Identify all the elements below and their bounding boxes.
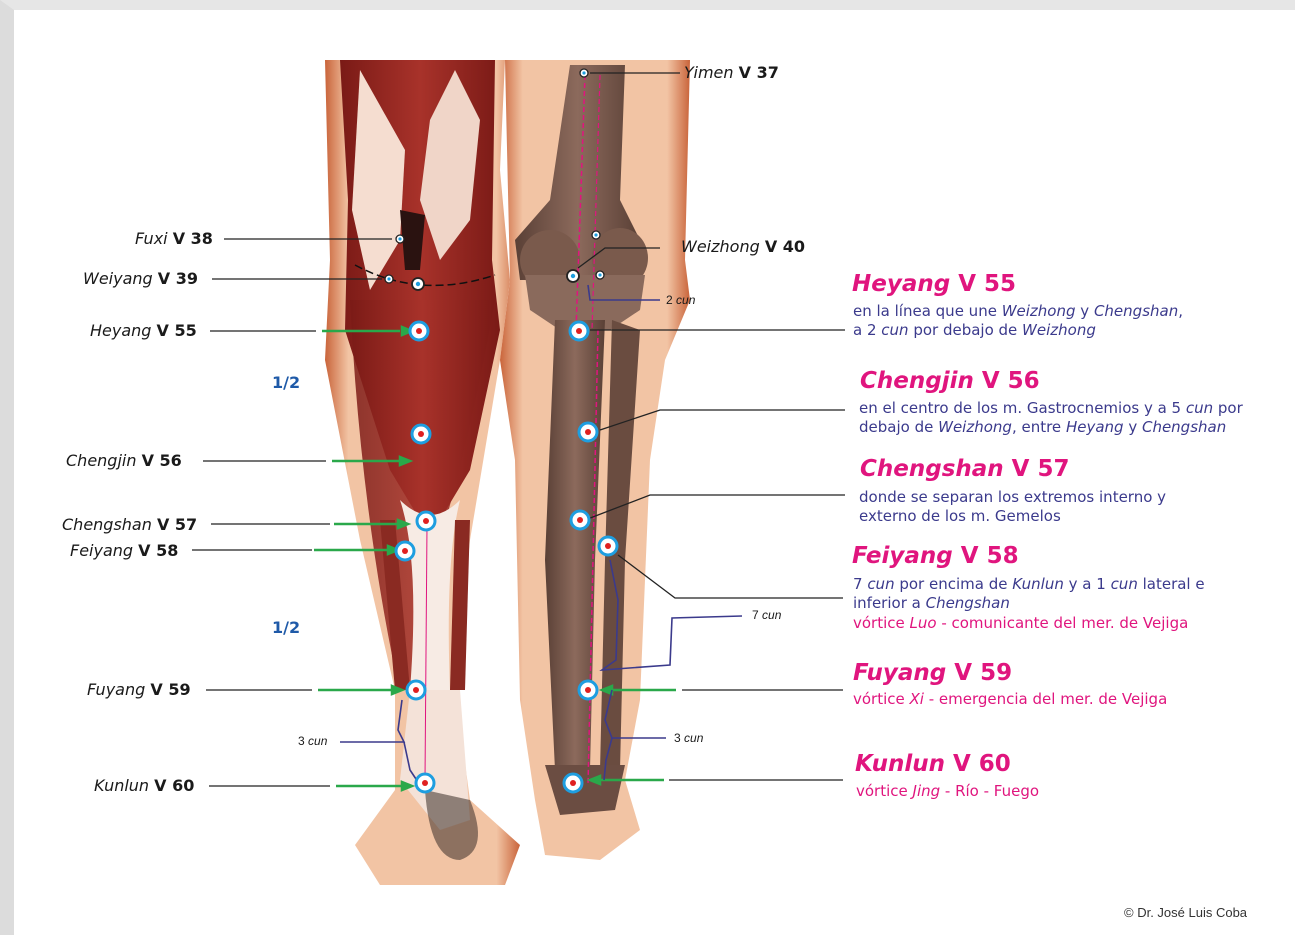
label-weiyang: Weiyang V 39	[83, 269, 198, 288]
half-upper: 1/2	[272, 373, 300, 392]
label-kunlun: Kunlun V 60	[94, 776, 194, 795]
point-title-chengshan: Chengshan V 57	[860, 456, 1070, 482]
point-desc-feiyang-2: inferior a Chengshan	[853, 594, 1010, 612]
measure-7-cun: 7 cun	[752, 608, 781, 622]
label-chengshan: Chengshan V 57	[62, 515, 197, 534]
left-leg	[325, 60, 520, 885]
label-fuxi: Fuxi V 38	[135, 229, 213, 248]
point-desc-heyang-2: a 2 cun por debajo de Weizhong	[853, 321, 1096, 339]
measure-3-cun-right: 3 cun	[674, 731, 703, 745]
label-fuyang: Fuyang V 59	[87, 680, 191, 699]
copyright: © Dr. José Luis Coba	[1124, 905, 1247, 920]
point-desc-chengjin-2: debajo de Weizhong, entre Heyang y Cheng…	[859, 418, 1226, 436]
label-chengjin: Chengjin V 56	[66, 451, 182, 470]
point-desc-kunlun-1: vórtice Jing - Río - Fuego	[856, 782, 1039, 800]
half-lower: 1/2	[272, 618, 300, 637]
point-title-heyang: Heyang V 55	[852, 271, 1016, 297]
point-title-chengjin: Chengjin V 56	[860, 368, 1040, 394]
point-title-kunlun: Kunlun V 60	[855, 751, 1011, 777]
measure-2-cun: 2 cun	[666, 293, 695, 307]
point-title-feiyang: Feiyang V 58	[852, 543, 1019, 569]
point-desc-feiyang-1: 7 cun por encima de Kunlun y a 1 cun lat…	[853, 575, 1205, 593]
point-title-fuyang: Fuyang V 59	[853, 660, 1012, 686]
measure-3-cun-left: 3 cun	[298, 734, 327, 748]
point-desc-fuyang-1: vórtice Xi - emergencia del mer. de Veji…	[853, 690, 1167, 708]
label-weizhong: Weizhong V 40	[681, 237, 805, 256]
point-desc-chengshan-1: donde se separan los extremos interno y	[859, 488, 1166, 506]
point-desc-chengshan-2: externo de los m. Gemelos	[859, 507, 1061, 525]
point-desc-feiyang-3: vórtice Luo - comunicante del mer. de Ve…	[853, 614, 1188, 632]
point-desc-heyang-1: en la línea que une Weizhong y Chengshan…	[853, 302, 1183, 320]
label-feiyang: Feiyang V 58	[70, 541, 178, 560]
point-desc-chengjin-1: en el centro de los m. Gastrocnemios y a…	[859, 399, 1243, 417]
label-heyang: Heyang V 55	[90, 321, 197, 340]
label-yimen: Yimen V 37	[684, 63, 779, 82]
